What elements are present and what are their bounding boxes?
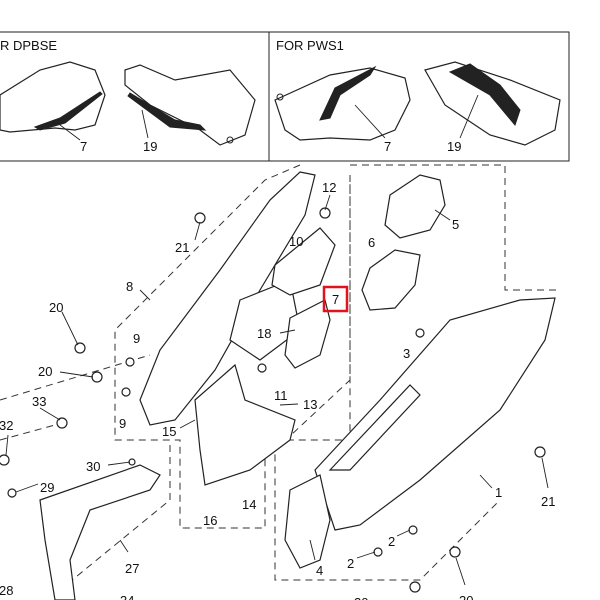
callout-9b: 9 — [119, 416, 126, 431]
variant-frame — [0, 31, 570, 162]
side-cover-13 — [194, 363, 296, 486]
side-cover-1 — [314, 297, 556, 531]
callout-4: 4 — [316, 563, 323, 578]
panel-title-pws1: FOR PWS1 — [276, 38, 344, 53]
callout-30: 30 — [86, 459, 100, 474]
callout-dpbse-7: 7 — [80, 139, 87, 154]
callout-32: 32 — [0, 418, 13, 433]
callout-pws1-7: 7 — [384, 139, 391, 154]
callout-2b: 2 — [347, 556, 354, 571]
highlight-box — [322, 285, 349, 313]
callout-27: 27 — [125, 561, 139, 576]
callout-34: 34 — [120, 593, 134, 600]
callout-8: 8 — [126, 279, 133, 294]
callout-14: 14 — [242, 497, 256, 512]
callout-21b: 21 — [541, 494, 555, 509]
group-boundaries — [0, 164, 560, 591]
callout-pws1-19: 19 — [447, 139, 461, 154]
bolts — [0, 207, 546, 593]
callout-12: 12 — [322, 180, 336, 195]
shroud-right-dpbse — [124, 64, 256, 146]
callout-11: 11 — [274, 388, 288, 403]
callout-5: 5 — [452, 217, 459, 232]
callout-21: 21 — [175, 240, 189, 255]
callout-1: 1 — [495, 485, 502, 500]
frame-cover-8 — [139, 171, 316, 426]
callout-29: 29 — [40, 480, 54, 495]
callouts: 12 5 21 10 6 8 7 20 18 9 3 20 11 33 13 9… — [0, 180, 555, 600]
callout-13: 13 — [303, 397, 317, 412]
callout-15: 15 — [162, 424, 176, 439]
decal-5 — [384, 174, 446, 239]
variant-panels: R DPBSE FOR PWS1 7 19 7 19 — [0, 31, 570, 162]
callout-20: 20 — [49, 300, 63, 315]
callout-18: 18 — [257, 326, 271, 341]
callout-20b: 20 — [38, 364, 52, 379]
leader-lines — [5, 194, 549, 586]
cover-10 — [271, 227, 336, 296]
callout-9: 9 — [133, 331, 140, 346]
callout-20c: 20 — [354, 595, 368, 600]
side-cover-27 — [39, 464, 161, 600]
callout-28: 28 — [0, 583, 13, 598]
callout-20d: 20 — [459, 593, 473, 600]
shroud-left-pws1 — [274, 65, 411, 141]
callout-6: 6 — [368, 235, 375, 250]
callout-dpbse-19: 19 — [143, 139, 157, 154]
shroud-right-pws1 — [424, 61, 561, 146]
panel-title-dpbse: R DPBSE — [0, 38, 57, 53]
callout-33: 33 — [32, 394, 46, 409]
shroud-left-dpbse — [0, 61, 106, 141]
callout-10: 10 — [289, 234, 303, 249]
callout-7-highlighted[interactable]: 7 — [332, 292, 339, 307]
decal-6 — [361, 249, 421, 311]
callout-3: 3 — [403, 346, 410, 361]
callout-2: 2 — [388, 534, 395, 549]
callout-16: 16 — [203, 513, 217, 528]
decal-4 — [284, 474, 331, 569]
